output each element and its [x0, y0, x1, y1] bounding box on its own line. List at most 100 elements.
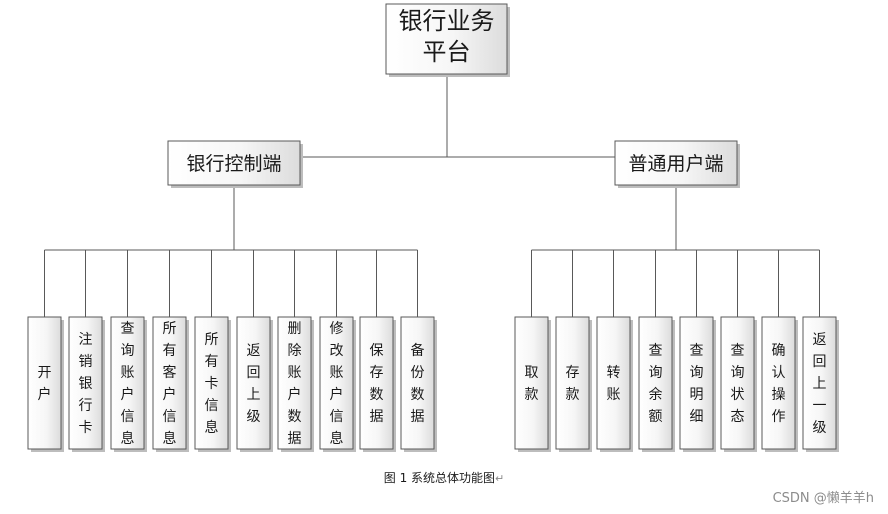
leaf-label-char: 返	[813, 332, 827, 348]
leaf-node: 查询余额	[638, 316, 675, 452]
leaf-label-char: 户	[330, 386, 344, 403]
box-frame	[359, 316, 394, 450]
leaf-label-char: 数	[411, 387, 425, 403]
connector-lines	[44, 74, 820, 317]
leaf-label-char: 回	[247, 365, 261, 381]
leaf-label: 所有卡信息	[205, 332, 219, 436]
function-tree-diagram: 银行业务平台银行控制端开户注销银行卡查询账户信息所有客户信息所有卡信息返回上级删…	[27, 3, 839, 452]
leaf-label-char: 确	[772, 343, 786, 359]
box-frame	[802, 316, 837, 450]
leaf-label-char: 级	[247, 409, 261, 425]
leaf-label-char: 删	[288, 321, 302, 337]
box-frame	[110, 316, 145, 450]
leaf-node: 确认操作	[761, 316, 798, 452]
leaf-label-char: 卡	[79, 420, 93, 436]
leaf-label-char: 信	[163, 409, 177, 425]
leaf-label-char: 客	[163, 364, 177, 381]
leaf-label: 开户	[38, 365, 52, 403]
user-client-node: 普通用户端	[614, 140, 740, 188]
leaf-label: 所有客户信息	[163, 321, 177, 447]
box-frame	[167, 140, 301, 186]
leaf-label-char: 开	[38, 365, 52, 381]
leaf-label-char: 据	[288, 431, 302, 447]
leaf-label: 保存数据	[370, 343, 384, 425]
leaf-label-char: 额	[649, 409, 663, 425]
leaf-label-char: 余	[649, 386, 663, 403]
leaf-node: 开户	[27, 316, 64, 452]
leaf-label-char: 据	[370, 409, 384, 425]
leaf-label-char: 卡	[205, 376, 219, 392]
leaf-label-char: 查	[649, 343, 663, 359]
leaf-label-char: 状	[731, 387, 745, 403]
root-title-line: 银行业务	[399, 7, 495, 35]
diagram-nodes: 银行业务平台银行控制端开户注销银行卡查询账户信息所有客户信息所有卡信息返回上级删…	[27, 3, 839, 452]
leaf-label-char: 所	[205, 332, 219, 348]
leaf-label-char: 改	[330, 343, 344, 359]
leaf-label: 查询账户信息	[121, 321, 135, 447]
leaf-label-char: 数	[370, 387, 384, 403]
box-frame	[27, 316, 62, 450]
leaf-label-char: 查	[690, 343, 704, 359]
leaf-label-char: 明	[690, 387, 704, 403]
node-label: 银行控制端	[186, 153, 281, 175]
leaf-label-char: 作	[772, 409, 786, 425]
leaf-label-char: 上	[247, 387, 261, 403]
leaf-label-char: 修	[330, 321, 344, 337]
leaf-label-char: 数	[288, 409, 302, 425]
box-frame	[555, 316, 590, 450]
leaf-label-char: 信	[121, 409, 135, 425]
leaf-label-char: 信	[205, 398, 219, 414]
leaf-label-char: 询	[121, 343, 135, 359]
node-label: 普通用户端	[628, 153, 723, 175]
box-frame	[720, 316, 755, 450]
leaf-node: 查询账户信息	[110, 316, 147, 452]
leaf-label-char: 上	[813, 376, 827, 392]
leaf-label-char: 一	[813, 398, 827, 414]
leaf-label-char: 款	[566, 387, 580, 403]
leaf-label: 删除账户数据	[288, 321, 302, 447]
leaf-label: 返回上一级	[813, 332, 827, 436]
leaf-label-char: 息	[205, 419, 219, 436]
box-frame	[385, 3, 508, 75]
caption-text: 图 1 系统总体功能图	[383, 471, 496, 485]
leaf-label: 存款	[566, 365, 580, 403]
leaf-label-char: 账	[330, 365, 344, 381]
leaf-label: 取款	[525, 365, 539, 403]
leaf-label-char: 操	[772, 387, 786, 403]
box-frame	[194, 316, 229, 450]
leaf-label-char: 销	[79, 354, 93, 370]
leaf-label-char: 户	[288, 386, 302, 403]
leaf-label-char: 保	[370, 343, 384, 359]
leaf-label: 注销银行卡	[79, 332, 93, 436]
leaf-node: 备份数据	[400, 316, 437, 452]
leaf-label-char: 取	[525, 365, 539, 381]
leaf-label-char: 存	[370, 365, 384, 381]
leaf-label-char: 查	[731, 343, 745, 359]
box-frame	[236, 316, 271, 450]
leaf-label-char: 返	[247, 343, 261, 359]
leaf-label-char: 回	[813, 354, 827, 370]
leaf-node: 查询明细	[679, 316, 716, 452]
leaf-label-char: 银	[79, 376, 93, 392]
leaf-node: 删除账户数据	[277, 316, 314, 452]
box-frame	[679, 316, 714, 450]
leaf-node: 返回上级	[236, 316, 273, 452]
box-frame	[596, 316, 631, 450]
leaf-node: 修改账户信息	[319, 316, 356, 452]
box-frame	[319, 316, 354, 450]
leaf-node: 存款	[555, 316, 592, 452]
root-title-line: 平台	[423, 38, 471, 66]
leaf-label-char: 除	[288, 343, 302, 359]
box-frame	[152, 316, 187, 450]
box-frame	[614, 140, 738, 186]
leaf-label-char: 有	[205, 354, 219, 370]
leaf-label-char: 息	[163, 430, 177, 447]
leaf-label-char: 询	[649, 365, 663, 381]
leaf-node: 转账	[596, 316, 633, 452]
leaf-label-char: 存	[566, 365, 580, 381]
leaf-label-char: 账	[607, 387, 621, 403]
leaf-label: 返回上级	[247, 343, 261, 425]
leaf-node: 注销银行卡	[68, 316, 105, 452]
leaf-label-char: 态	[731, 409, 745, 425]
